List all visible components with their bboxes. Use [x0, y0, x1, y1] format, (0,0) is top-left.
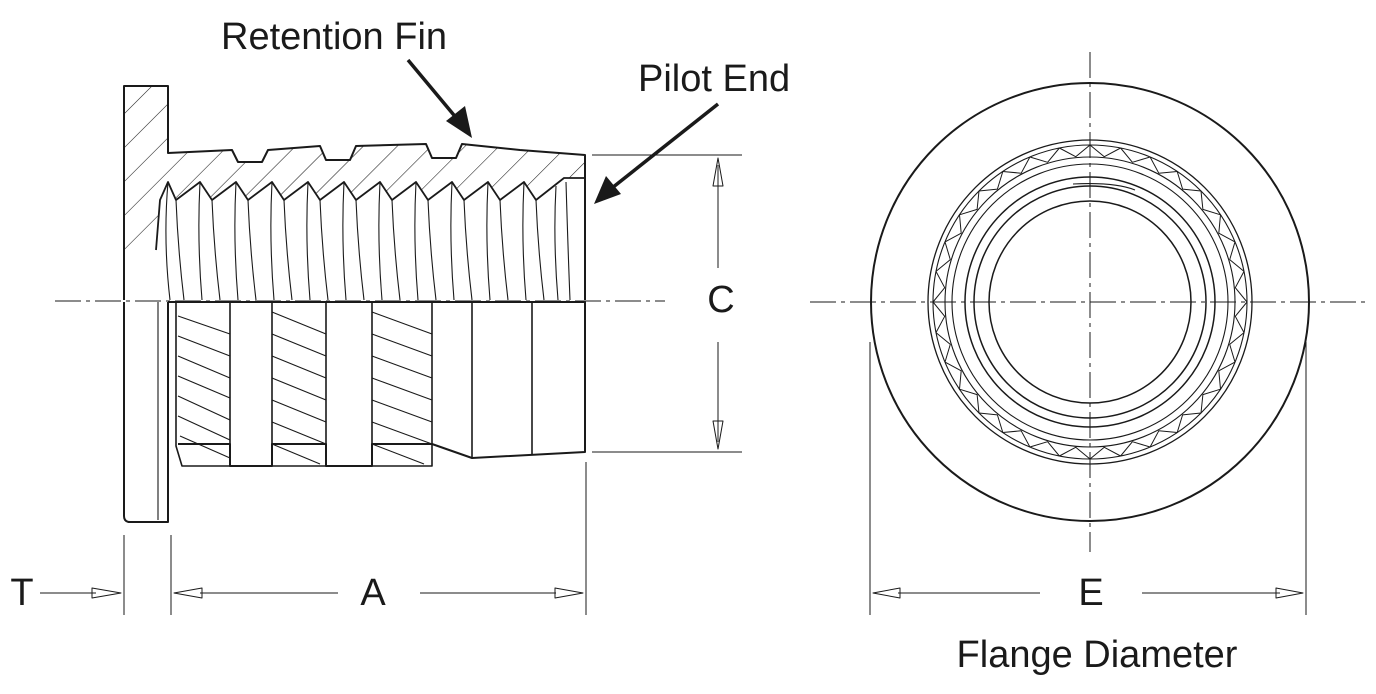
side-view-exterior — [123, 301, 586, 523]
dimension-e — [869, 342, 1307, 615]
dimension-c — [592, 154, 742, 453]
dim-c-label: C — [707, 279, 734, 321]
dim-t-label: T — [10, 572, 33, 614]
end-centerlines — [810, 52, 1370, 552]
dim-a-label: A — [360, 572, 386, 614]
leader-arrows — [406, 58, 720, 204]
retention-fin-label: Retention Fin — [221, 16, 447, 58]
side-view-section — [123, 85, 586, 301]
dimension-t-a — [40, 462, 587, 615]
dim-e-label: E — [1078, 572, 1103, 614]
flange-diameter-label: Flange Diameter — [957, 634, 1238, 676]
pilot-end-label: Pilot End — [638, 58, 790, 100]
